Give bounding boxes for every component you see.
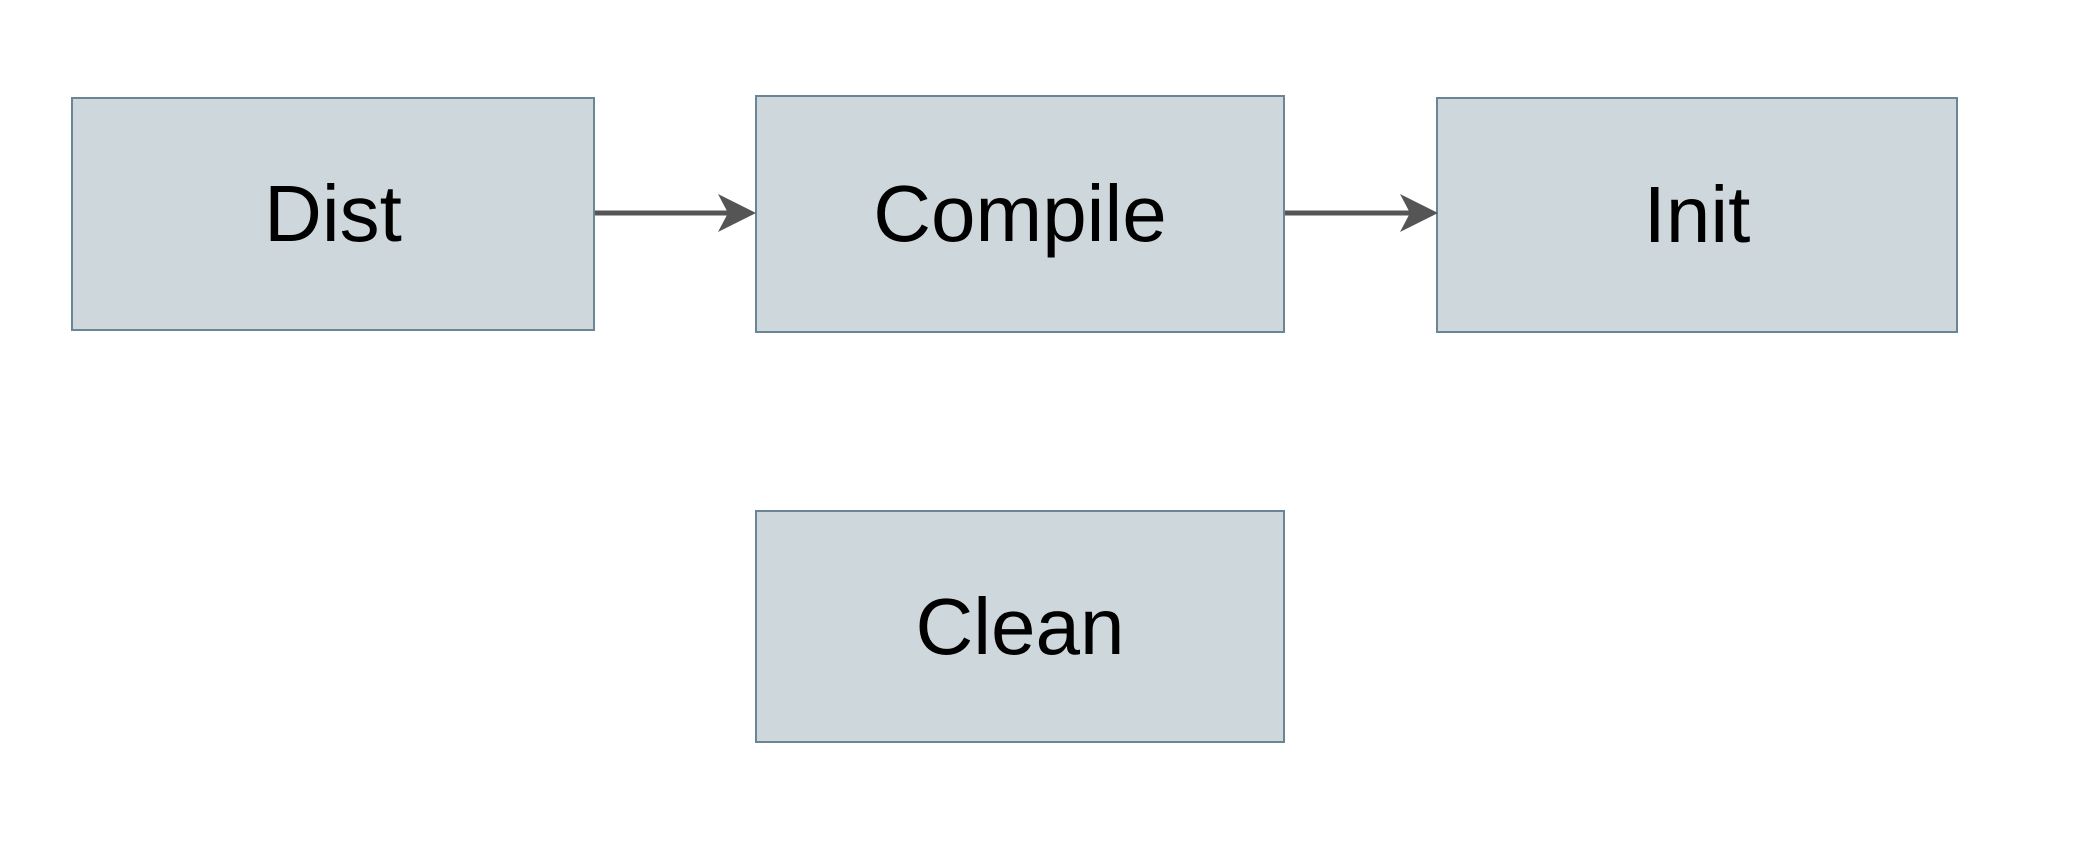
node-init-label: Init	[1643, 170, 1751, 259]
node-dist-label: Dist	[264, 169, 402, 258]
node-compile-label: Compile	[873, 169, 1167, 258]
node-clean-label: Clean	[915, 581, 1125, 671]
arrowhead-icon	[718, 194, 756, 232]
edge-dist-to-compile[interactable]	[590, 186, 762, 240]
node-clean[interactable]: Clean	[755, 510, 1285, 743]
node-dist[interactable]: Dist	[71, 97, 595, 331]
node-compile[interactable]: Compile	[755, 95, 1285, 333]
edge-compile-to-init[interactable]	[1280, 186, 1444, 240]
arrowhead-icon	[1400, 194, 1438, 232]
node-init[interactable]: Init	[1436, 97, 1958, 333]
